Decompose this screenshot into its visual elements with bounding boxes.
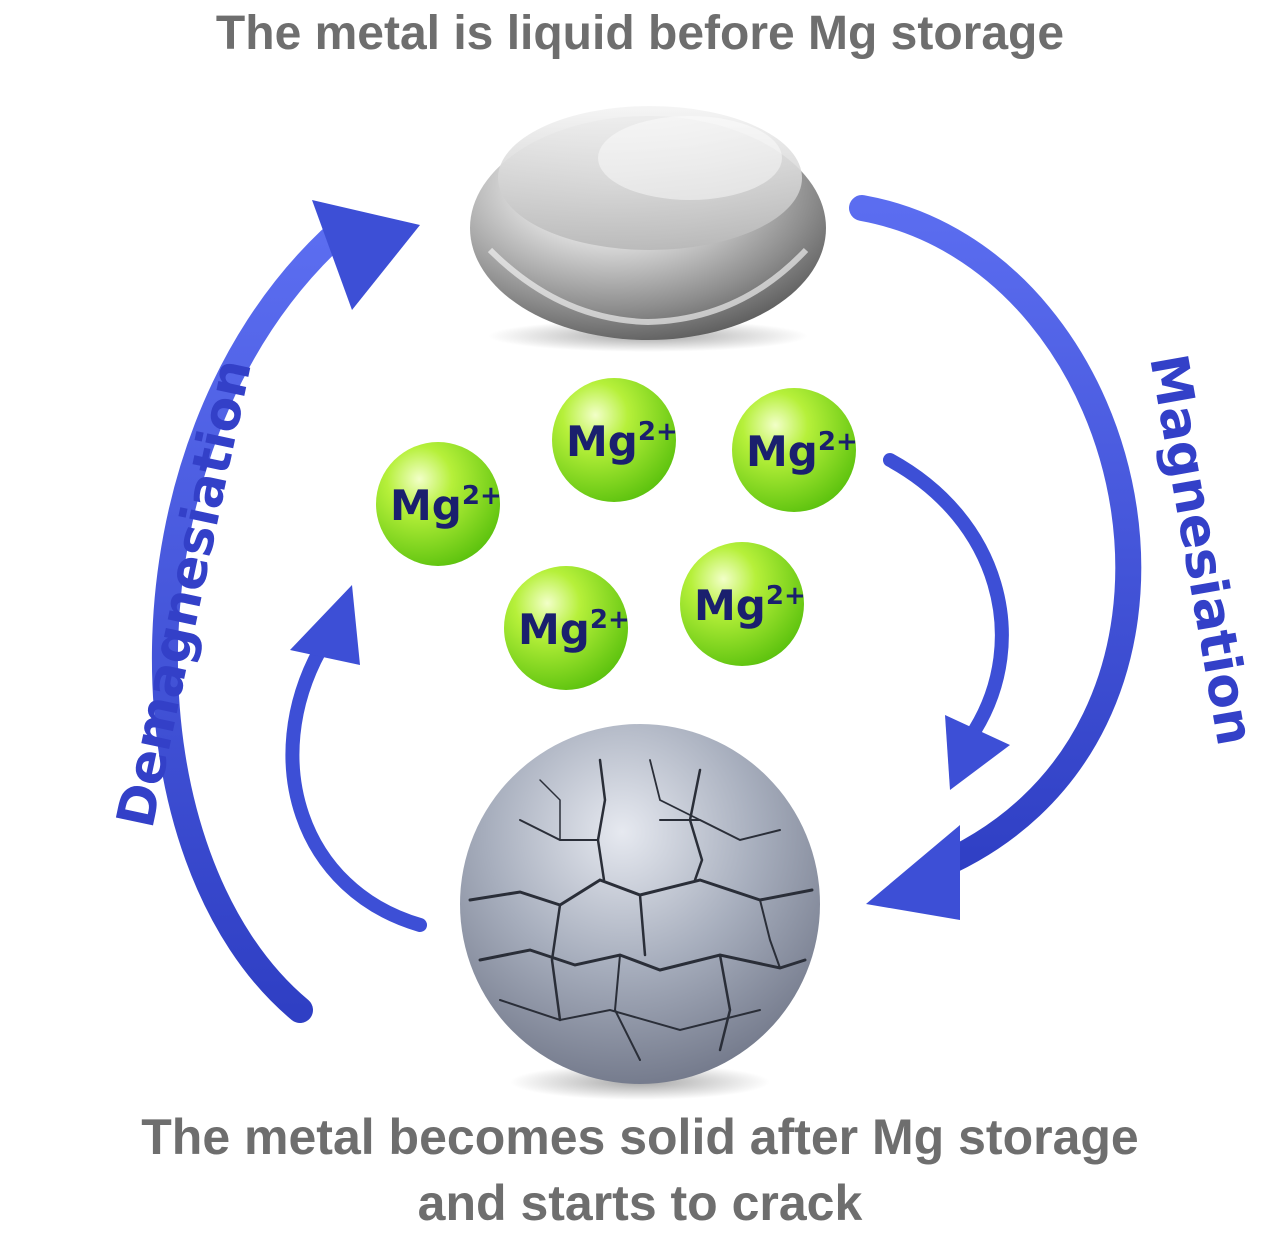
ion-charge: 2+	[462, 481, 502, 511]
svg-text:Mg2+: Mg2+	[518, 605, 630, 654]
magnesiation-inner-arrow	[883, 453, 1010, 790]
bottom-caption-line-2: and starts to crack	[417, 1175, 863, 1231]
solid-cracked-ball	[460, 724, 820, 1100]
mg-ion: Mg2+	[680, 542, 806, 666]
svg-text:Mg2+: Mg2+	[390, 481, 502, 530]
mg-ion: Mg2+	[376, 442, 502, 566]
magnesiation-label: Magnesiation	[1137, 350, 1265, 750]
bottom-caption-line-1: The metal becomes solid after Mg storage	[141, 1109, 1139, 1165]
ion-charge: 2+	[590, 605, 630, 635]
ion-charge: 2+	[766, 581, 806, 611]
bottom-caption: The metal becomes solid after Mg storage…	[0, 1104, 1280, 1236]
mg-ion: Mg2+	[504, 566, 630, 690]
ion-charge: 2+	[638, 417, 678, 447]
top-caption: The metal is liquid before Mg storage	[215, 7, 1065, 60]
ion-symbol: Mg	[390, 481, 462, 530]
ion-symbol: Mg	[694, 581, 766, 630]
liquid-metal-droplet	[470, 106, 826, 352]
mg-ion: Mg2+	[552, 378, 678, 502]
ion-charge: 2+	[818, 427, 858, 457]
ion-symbol: Mg	[566, 417, 638, 466]
magnesiation-outer-arrow	[849, 195, 1142, 920]
svg-text:Mg2+: Mg2+	[566, 417, 678, 466]
mg-ion: Mg2+	[732, 388, 858, 512]
ion-symbol: Mg	[518, 605, 590, 654]
svg-text:Mg2+: Mg2+	[694, 581, 806, 630]
ion-symbol: Mg	[746, 427, 818, 476]
demagnesiation-inner-arrow	[285, 585, 427, 932]
svg-text:Mg2+: Mg2+	[746, 427, 858, 476]
demagnesiation-outer-arrow	[151, 200, 420, 1023]
crack-lines	[468, 758, 814, 1061]
